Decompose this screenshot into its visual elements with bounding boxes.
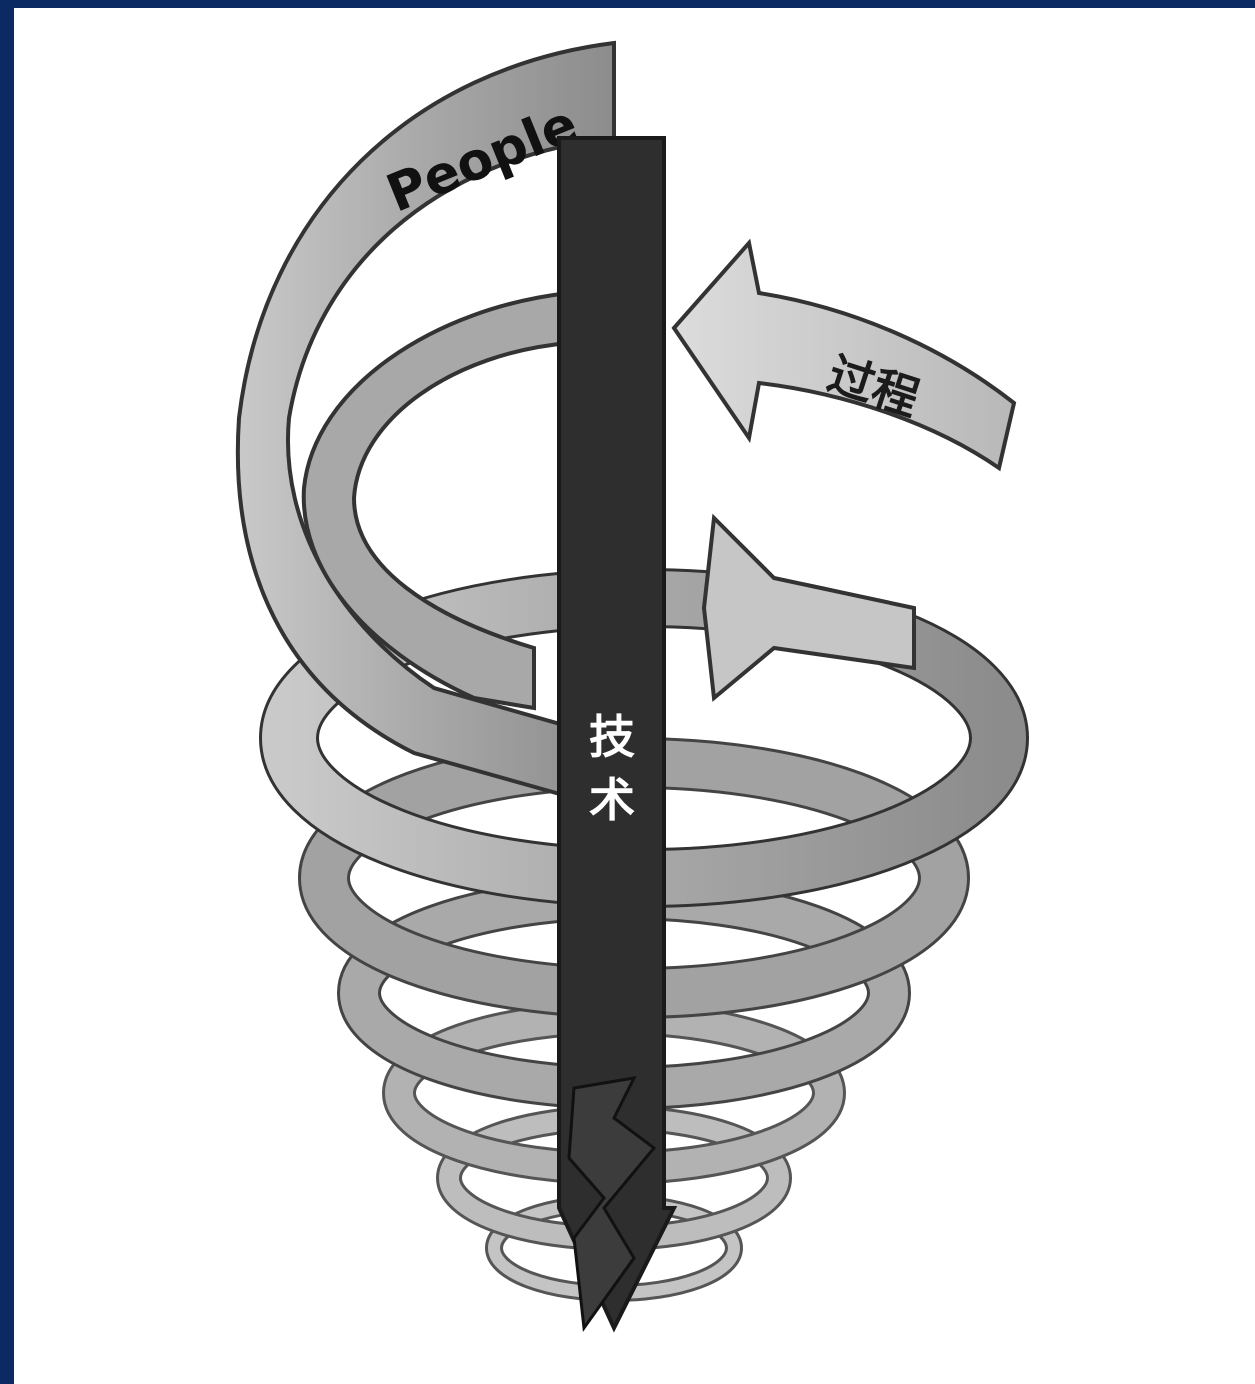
spiral-diagram: 过程 People 技 术 技术 — [14, 8, 1255, 1384]
technology-label-char1: 技 — [589, 710, 635, 764]
process-ribbon: 过程 — [674, 243, 1014, 468]
diagram-canvas: 过程 People 技 术 技术 — [14, 8, 1255, 1384]
inner-arrow — [704, 518, 914, 698]
technology-label-char2: 术 — [589, 773, 635, 827]
